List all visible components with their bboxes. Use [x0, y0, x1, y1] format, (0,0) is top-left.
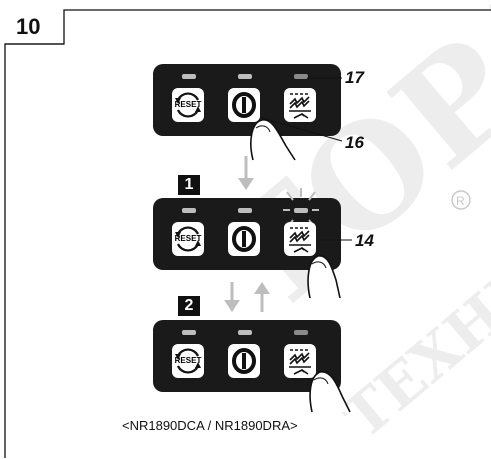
- step-number: 10: [16, 14, 41, 39]
- reset-label: RESET: [174, 356, 202, 365]
- reset-label: RESET: [174, 234, 202, 243]
- mode-icon: [289, 349, 311, 375]
- power-icon: [232, 92, 256, 118]
- reset-button[interactable]: RESET: [172, 88, 204, 122]
- power-button[interactable]: [228, 88, 260, 122]
- model-caption: <NR1890DCA / NR1890DRA>: [122, 418, 298, 433]
- power-button[interactable]: [228, 222, 260, 256]
- reset-icon: [175, 226, 201, 252]
- callout-16: 16: [345, 133, 364, 152]
- power-icon: [232, 348, 256, 374]
- reset-icon: [175, 348, 201, 374]
- step-label-1: 1: [178, 175, 200, 195]
- mode-button[interactable]: [284, 222, 316, 256]
- reset-icon: [175, 92, 201, 118]
- callout-14: 14: [355, 231, 374, 250]
- reset-label: RESET: [174, 100, 202, 109]
- step-label-2: 2: [178, 296, 200, 316]
- mode-icon: [289, 93, 311, 119]
- mode-button[interactable]: [284, 344, 316, 378]
- mode-button[interactable]: [284, 88, 316, 122]
- power-icon: [232, 226, 256, 252]
- svg-text:R: R: [456, 194, 465, 208]
- reset-button[interactable]: RESET: [172, 222, 204, 256]
- power-button[interactable]: [228, 344, 260, 378]
- reset-button[interactable]: RESET: [172, 344, 204, 378]
- callout-17: 17: [345, 68, 364, 87]
- mode-icon: [289, 227, 311, 253]
